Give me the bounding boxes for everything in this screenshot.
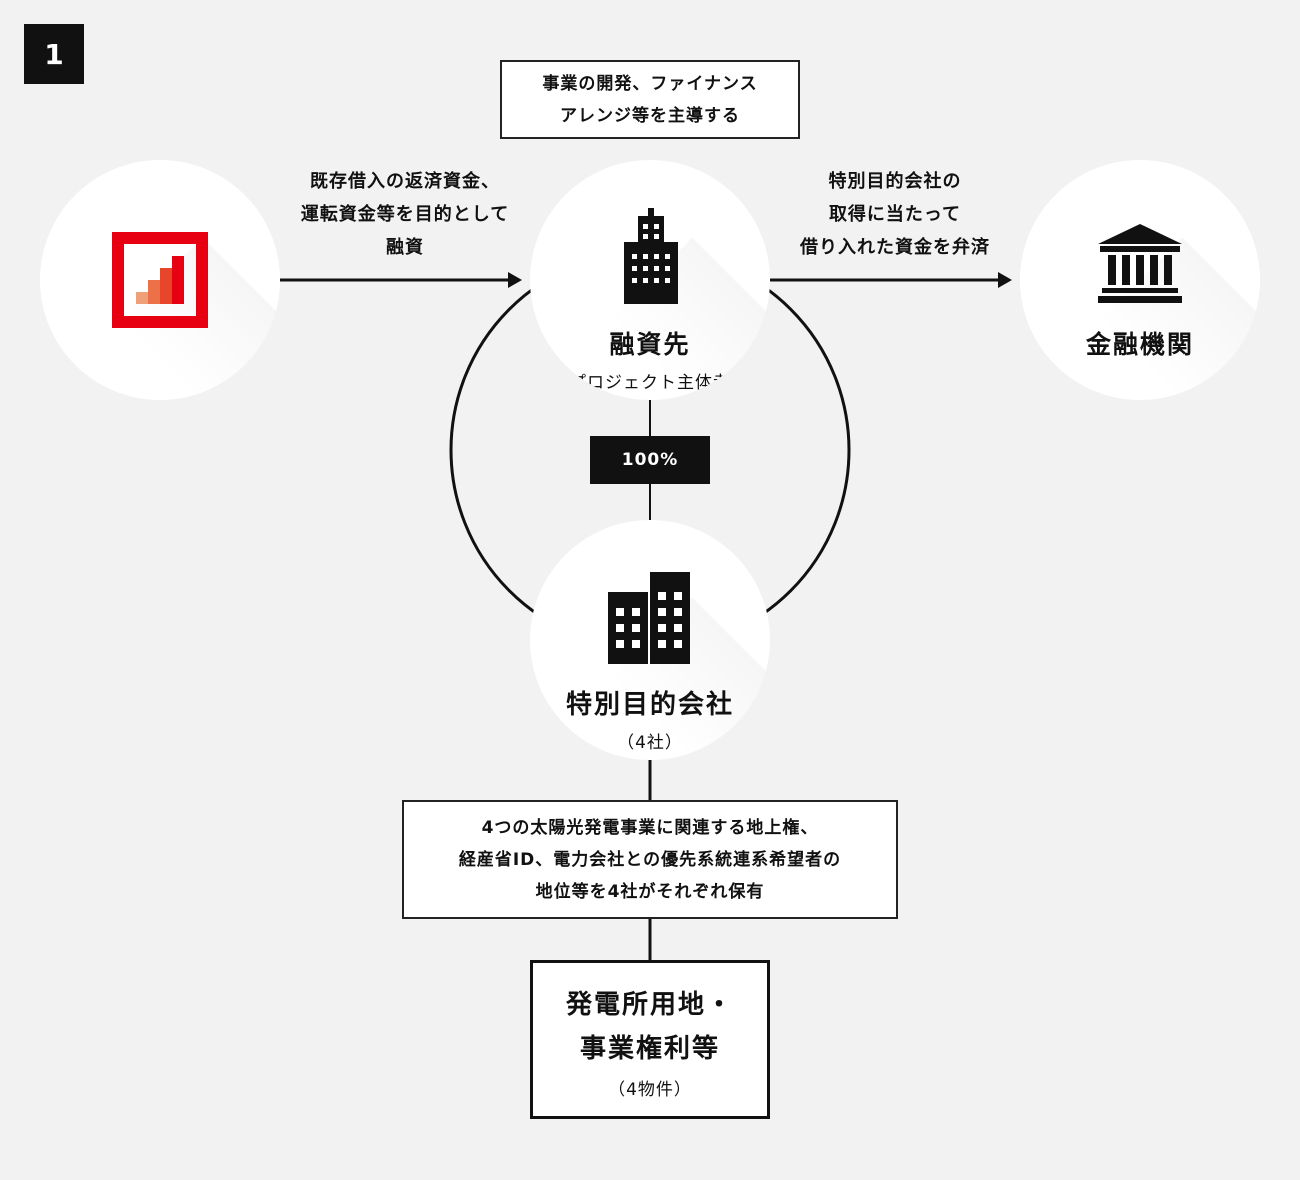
twin-buildings-icon	[608, 572, 690, 664]
borrower-title: 融資先	[609, 330, 691, 359]
note-line: 地位等を4社がそれぞれ保有	[535, 882, 765, 902]
assets-subtitle: （4物件）	[608, 1080, 692, 1100]
assets-line: 事業権利等	[579, 1034, 720, 1064]
ownership-badge: 100%	[590, 436, 710, 484]
repayment-arrow-head	[998, 272, 1012, 288]
bank-title: 金融機関	[1085, 330, 1194, 359]
assets-box: 発電所用地・ 事業権利等 （4物件）	[530, 960, 770, 1119]
lender-node	[40, 160, 280, 400]
borrower-subtitle: （プロジェクト主体者）	[551, 373, 749, 393]
top-note-line: アレンジ等を主導する	[560, 106, 740, 126]
label-line: 取得に当たって	[828, 204, 962, 225]
top-note-box: 事業の開発、ファイナンス アレンジ等を主導する	[500, 60, 800, 139]
label-line: 融資	[386, 237, 424, 258]
note-line: 経産省ID、電力会社との優先系統連系希望者の	[458, 850, 842, 870]
assets-line: 発電所用地・	[565, 990, 734, 1020]
office-building-icon	[624, 208, 678, 304]
label-line: 特別目的会社の	[828, 171, 962, 192]
top-note-line: 事業の開発、ファイナンス	[542, 74, 758, 94]
spc-node: 特別目的会社 （4社）	[530, 520, 770, 760]
lender-logo-icon	[112, 232, 208, 328]
spc-subtitle: （4社）	[617, 733, 683, 753]
repayment-label: 特別目的会社の 取得に当たって 借り入れた資金を弁済	[745, 165, 1045, 264]
rights-note-box: 4つの太陽光発電事業に関連する地上権、 経産省ID、電力会社との優先系統連系希望…	[402, 800, 898, 919]
step-number-badge: 1	[24, 24, 84, 84]
loan-purpose-label: 既存借入の返済資金、 運転資金等を目的として 融資	[255, 165, 555, 264]
spc-title: 特別目的会社	[565, 690, 734, 720]
note-line: 4つの太陽光発電事業に関連する地上権、	[481, 818, 819, 838]
borrower-node: 融資先 （プロジェクト主体者）	[530, 160, 770, 400]
bank-building-icon	[1098, 224, 1182, 303]
loan-arrow-head	[508, 272, 522, 288]
bank-node: 金融機関	[1020, 160, 1260, 400]
label-line: 運転資金等を目的として	[300, 204, 510, 225]
label-line: 既存借入の返済資金、	[310, 171, 500, 192]
label-line: 借り入れた資金を弁済	[800, 237, 990, 258]
